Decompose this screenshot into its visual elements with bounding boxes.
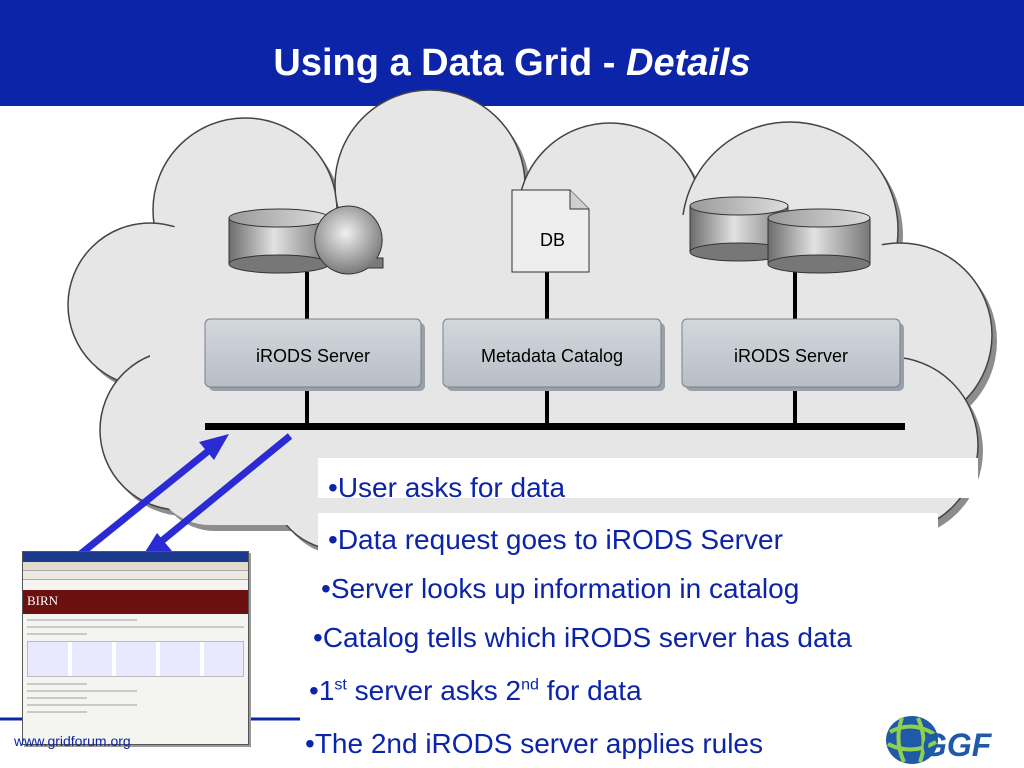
storage-left-icon: [229, 206, 383, 274]
screenshot-table: [27, 641, 244, 677]
bullet-6: •The 2nd iRODS server applies rules: [305, 730, 763, 758]
db-label: DB: [540, 230, 560, 251]
screenshot-text-line: [27, 690, 137, 692]
node-irods-server-1: iRODS Server: [205, 346, 421, 367]
footer-url[interactable]: www.gridforum.org: [14, 733, 131, 749]
screenshot-text-line: [27, 704, 137, 706]
screenshot-banner: BIRN: [23, 590, 248, 614]
ggf-logo-icon: GGF: [884, 712, 994, 768]
screenshot-text-line: [27, 633, 87, 635]
screenshot-toolbar: [23, 571, 248, 580]
portal-screenshot: BIRN: [22, 551, 249, 745]
screenshot-text-line: [27, 619, 137, 621]
screenshot-text-line: [27, 697, 87, 699]
screenshot-text-line: [27, 626, 244, 628]
node-irods-server-2: iRODS Server: [682, 346, 900, 367]
bullet-5: •1st server asks 2nd for data: [309, 677, 642, 705]
bullet-3: •Server looks up information in catalog: [321, 575, 799, 603]
bullet-4: •Catalog tells which iRODS server has da…: [313, 624, 852, 652]
node-metadata-catalog: Metadata Catalog: [443, 346, 661, 367]
bullet-2: •Data request goes to iRODS Server: [328, 526, 783, 554]
screenshot-text-line: [27, 683, 87, 685]
screenshot-titlebar: [23, 552, 248, 562]
screenshot-menubar: [23, 562, 248, 571]
screenshot-text-line: [27, 711, 87, 713]
svg-text:GGF: GGF: [922, 727, 993, 763]
network-bus: [205, 423, 905, 430]
bullet-1: •User asks for data: [328, 474, 565, 502]
